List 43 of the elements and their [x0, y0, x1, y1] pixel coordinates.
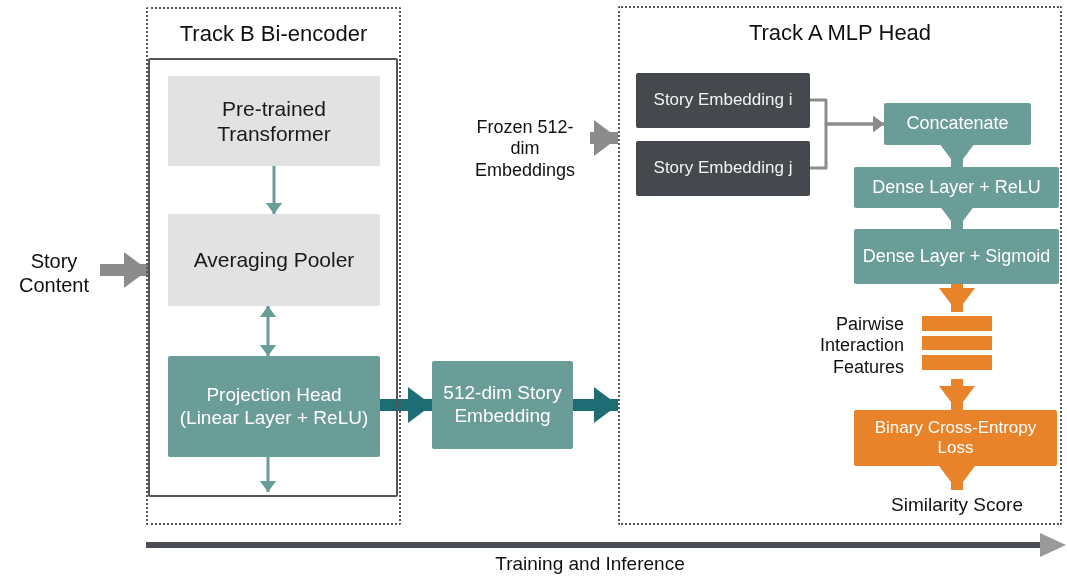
arrow	[100, 252, 148, 288]
embedding-box	[636, 141, 810, 196]
arrow	[259, 457, 277, 492]
arrow	[573, 387, 618, 423]
group-title: Track B Bi-encoder	[179, 21, 368, 48]
node-label: Averaging Pooler	[193, 247, 355, 273]
arrow	[380, 387, 432, 423]
group-title: Track A MLP Head	[748, 20, 932, 47]
process-box	[884, 103, 1031, 145]
process-box	[854, 229, 1059, 284]
node-label: Dense Layer + ReLU	[872, 176, 1041, 199]
arrow	[939, 379, 975, 410]
process-box	[854, 167, 1059, 208]
arrow	[939, 284, 975, 312]
container-frame	[148, 58, 398, 497]
node-label: 512-dim Story Embedding	[442, 382, 563, 428]
node-label: Frozen 512-dim Embeddings	[473, 116, 577, 182]
process-box	[168, 76, 380, 166]
dashed-group-frame	[618, 6, 1062, 525]
node-label: Dense Layer + Sigmoid	[862, 245, 1051, 268]
node-label: Story Embedding i	[653, 90, 793, 111]
embedding-box	[636, 73, 810, 128]
axis-label: Training and Inference	[494, 553, 686, 575]
dashed-group-frame	[146, 7, 401, 525]
arrow	[810, 115, 884, 170]
node-label: Projection Head (Linear Layer + ReLU)	[178, 383, 370, 430]
side-label: Pairwise Interaction Features	[818, 312, 904, 379]
node-label: Story Embedding j	[653, 158, 793, 179]
node-label: Similarity Score	[891, 493, 1023, 517]
loss-box	[854, 410, 1057, 466]
node-label: Binary Cross-Entropy Loss	[873, 417, 1038, 459]
arrow	[265, 166, 283, 214]
node-label: Pre-trained Transformer	[216, 95, 332, 147]
process-box	[168, 356, 380, 457]
arrow	[939, 143, 975, 167]
arrow	[590, 120, 618, 156]
node-label: Concatenate	[906, 113, 1009, 135]
arrow	[939, 205, 975, 229]
node-label: Story Content	[17, 249, 91, 297]
process-box	[432, 361, 573, 449]
process-box	[168, 214, 380, 306]
arrow	[939, 466, 975, 490]
arrow	[259, 306, 277, 356]
